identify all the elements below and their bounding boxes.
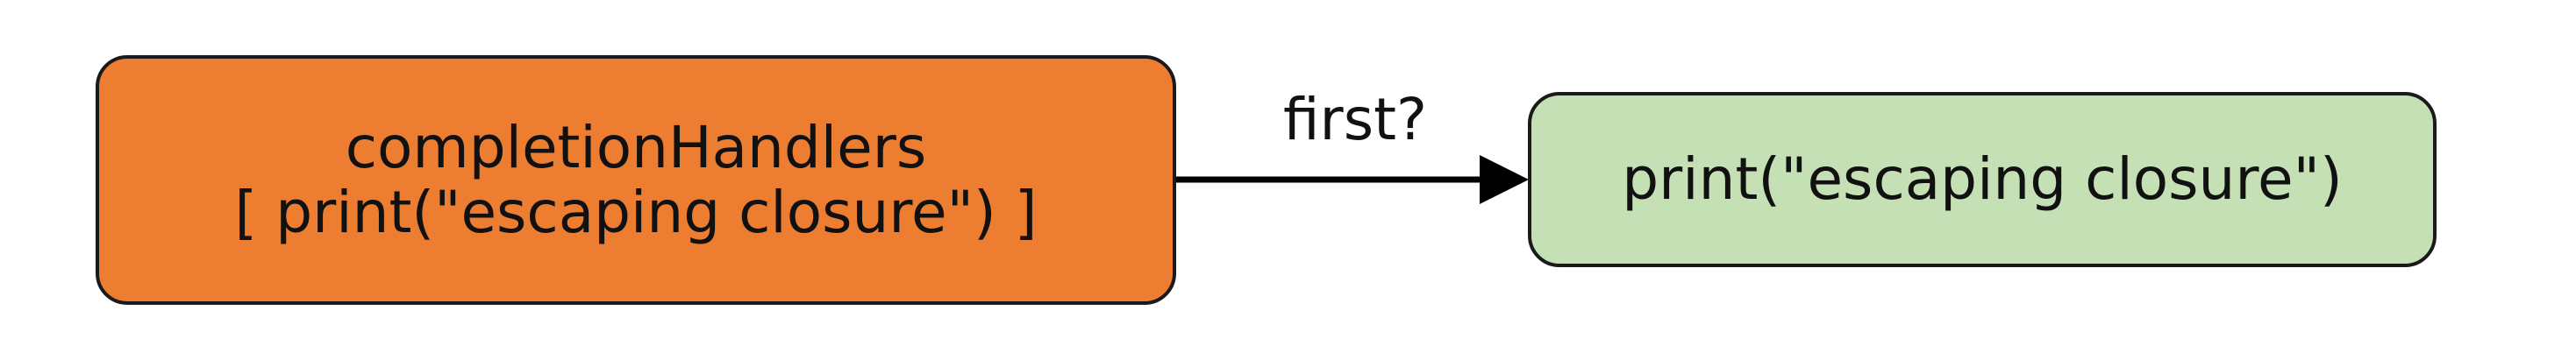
source-node-title: completionHandlers [345, 113, 927, 181]
print-closure-node: print("escaping closure") [1528, 92, 2437, 267]
target-node-content: print("escaping closure") [1622, 145, 2343, 214]
completion-handlers-node: completionHandlers [ print("escaping clo… [96, 55, 1176, 305]
edge-label: first? [1282, 86, 1427, 153]
source-node-content: [ print("escaping closure") ] [234, 178, 1038, 246]
